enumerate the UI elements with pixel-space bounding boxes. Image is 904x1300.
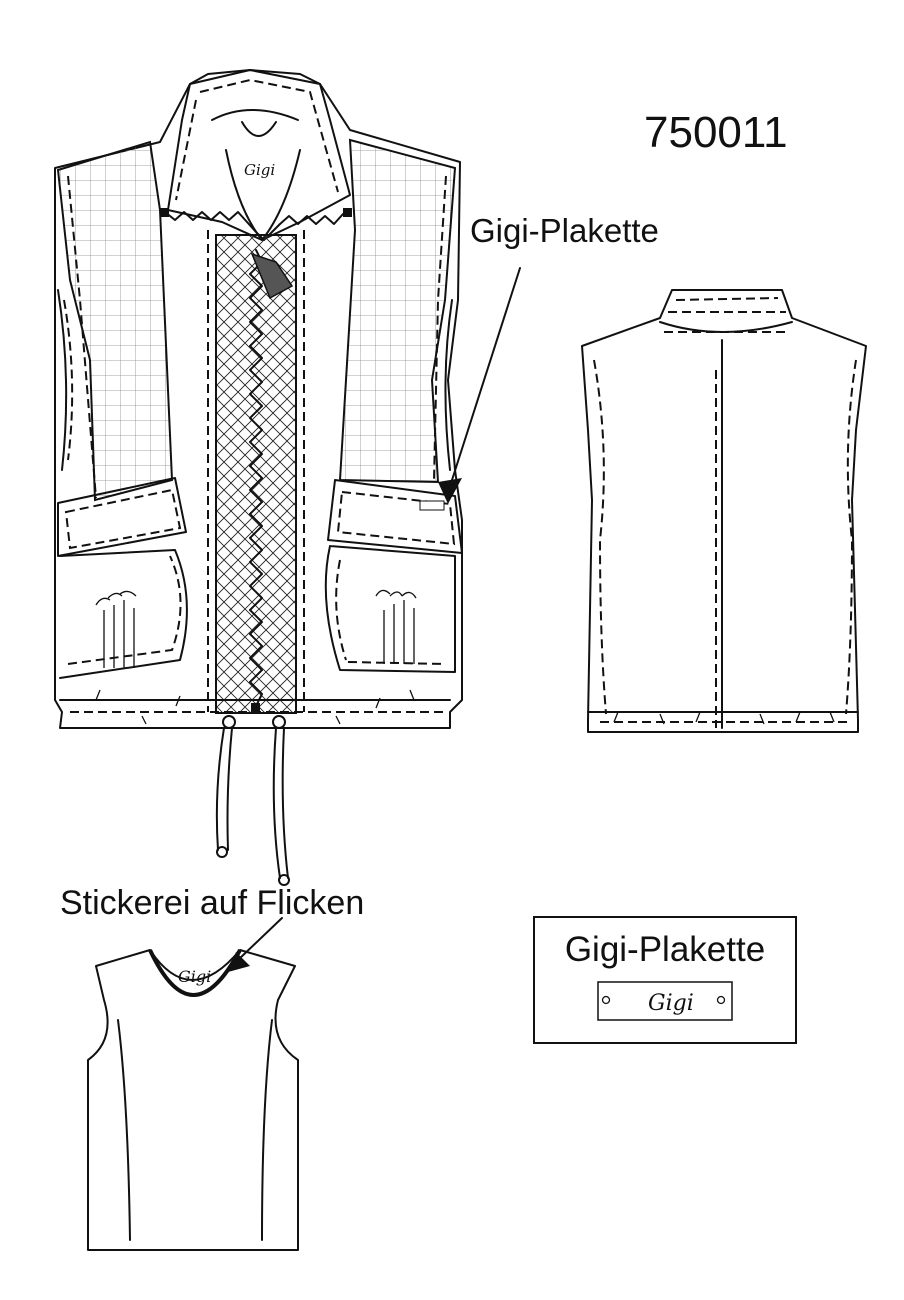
left-quilted-panel [56,140,174,502]
embroidery-callout-label: Stickerei auf Flicken [60,884,365,922]
zipper-stop [251,703,260,712]
eyelet-left [222,715,236,729]
legend-box: Gigi-Plakette [533,916,797,1044]
inner-logo: Gigi [178,967,211,986]
front-view: Gigi [54,69,463,886]
embroidery-callout-arrow [228,952,250,972]
legend-title: Gigi-Plakette [564,930,766,969]
collar-snap-right [343,208,352,217]
zipper-pull [250,252,294,300]
left-pocket-flap [57,477,187,557]
eyelet-right [272,715,286,729]
front-collar [167,69,351,241]
plakette-callout-arrow [438,478,462,504]
back-view [581,289,867,733]
left-pocket [59,549,188,679]
lining-outline [87,949,299,1251]
collar-logo: Gigi [244,161,275,179]
front-plakette [419,500,445,511]
left-embroidery [95,590,137,668]
back-body-outline [581,289,867,733]
collar-zigzag-trim [164,211,344,241]
right-quilted-panel [338,138,457,484]
collar-snap-left [160,208,169,217]
embroidery-callout-line [237,917,283,961]
drawstring-right [272,727,289,879]
front-body-outline [54,69,463,729]
zipper-teeth [249,249,263,707]
plakette-callout-label: Gigi-Plakette [470,212,659,249]
lining-view: Gigi [87,949,299,1251]
right-embroidery [375,589,417,664]
legend-badge: Gigi [597,981,733,1021]
badge-logo: Gigi [648,991,694,1016]
right-pocket [324,545,456,673]
style-number: 750011 [644,108,788,157]
drawstring-left [215,727,233,851]
right-pocket-flap [327,479,463,554]
plakette-callout-line [451,267,521,481]
lining-neck-trim [148,949,242,997]
